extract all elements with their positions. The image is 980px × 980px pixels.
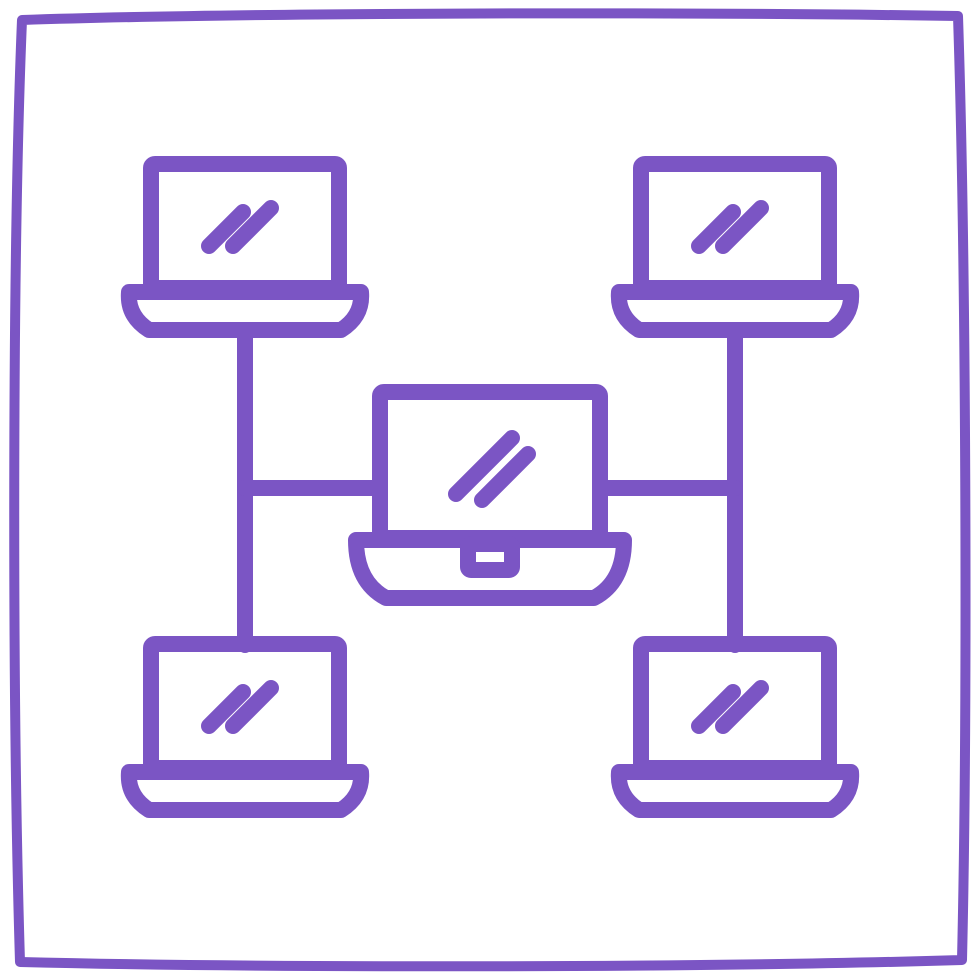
laptop-bottom-right-icon xyxy=(610,636,860,818)
laptop-bottom-left-icon xyxy=(120,636,370,818)
laptop-top-right-icon xyxy=(610,156,860,338)
connector-lines xyxy=(237,322,743,653)
laptop-center-icon xyxy=(348,384,632,606)
laptop-top-left-icon xyxy=(120,156,370,338)
frame-border xyxy=(9,8,971,972)
